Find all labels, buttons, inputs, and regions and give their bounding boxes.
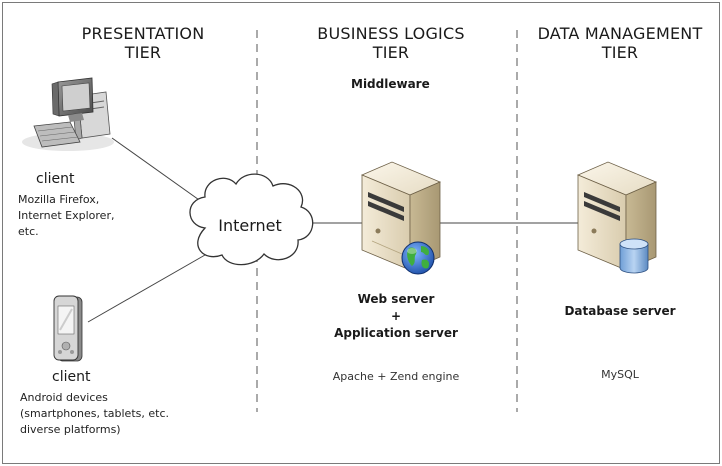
web-server-icon [360, 161, 442, 271]
database-cylinder-icon [619, 238, 649, 274]
client-desktop-desc-line1: Mozilla Firefox, [18, 193, 100, 206]
client-mobile-desc-line1: Android devices [20, 391, 108, 404]
presentation-tier-line2: TIER [124, 43, 162, 62]
desktop-computer-icon [22, 77, 114, 151]
client-mobile-desc-line3: diverse platforms) [20, 423, 121, 436]
business-tier-line1: BUSINESS LOGICS [317, 24, 465, 43]
presentation-tier-line1: PRESENTATION [81, 24, 205, 43]
client-desktop-desc-line3: etc. [18, 225, 39, 238]
data-tier-line2: TIER [601, 43, 639, 62]
client-mobile-description: Android devices (smartphones, tablets, e… [20, 390, 169, 438]
link-mobile-internet [87, 254, 206, 323]
business-tier-line2: TIER [372, 43, 410, 62]
internet-label: Internet [218, 216, 282, 235]
client-desktop-label: client [36, 171, 75, 187]
globe-icon [401, 241, 435, 275]
business-tier-heading: BUSINESS LOGICS TIER [301, 24, 481, 62]
data-tier-line1: DATA MANAGEMENT [537, 24, 703, 43]
client-desktop-desc-line2: Internet Explorer, [18, 209, 115, 222]
data-tier-heading: DATA MANAGEMENT TIER [525, 24, 715, 62]
link-desktop-internet [111, 137, 203, 203]
web-server-note: Apache + Zend engine [332, 370, 460, 383]
database-server-icon [576, 161, 658, 271]
database-server-title: Database server [564, 304, 676, 318]
middleware-label: Middleware [351, 77, 430, 91]
web-server-title: Web server + Application server [316, 291, 476, 342]
web-server-title-line2: + [390, 309, 402, 323]
client-mobile-label: client [52, 369, 91, 385]
client-mobile-desc-line2: (smartphones, tablets, etc. [20, 407, 169, 420]
client-desktop-description: Mozilla Firefox, Internet Explorer, etc. [18, 192, 114, 240]
web-server-title-line1: Web server [357, 292, 435, 306]
internet-cloud-icon [189, 173, 314, 266]
database-server-note: MySQL [601, 368, 639, 381]
web-server-title-line3: Application server [334, 326, 458, 340]
mobile-device-icon [53, 295, 83, 362]
presentation-tier-heading: PRESENTATION TIER [53, 24, 233, 62]
